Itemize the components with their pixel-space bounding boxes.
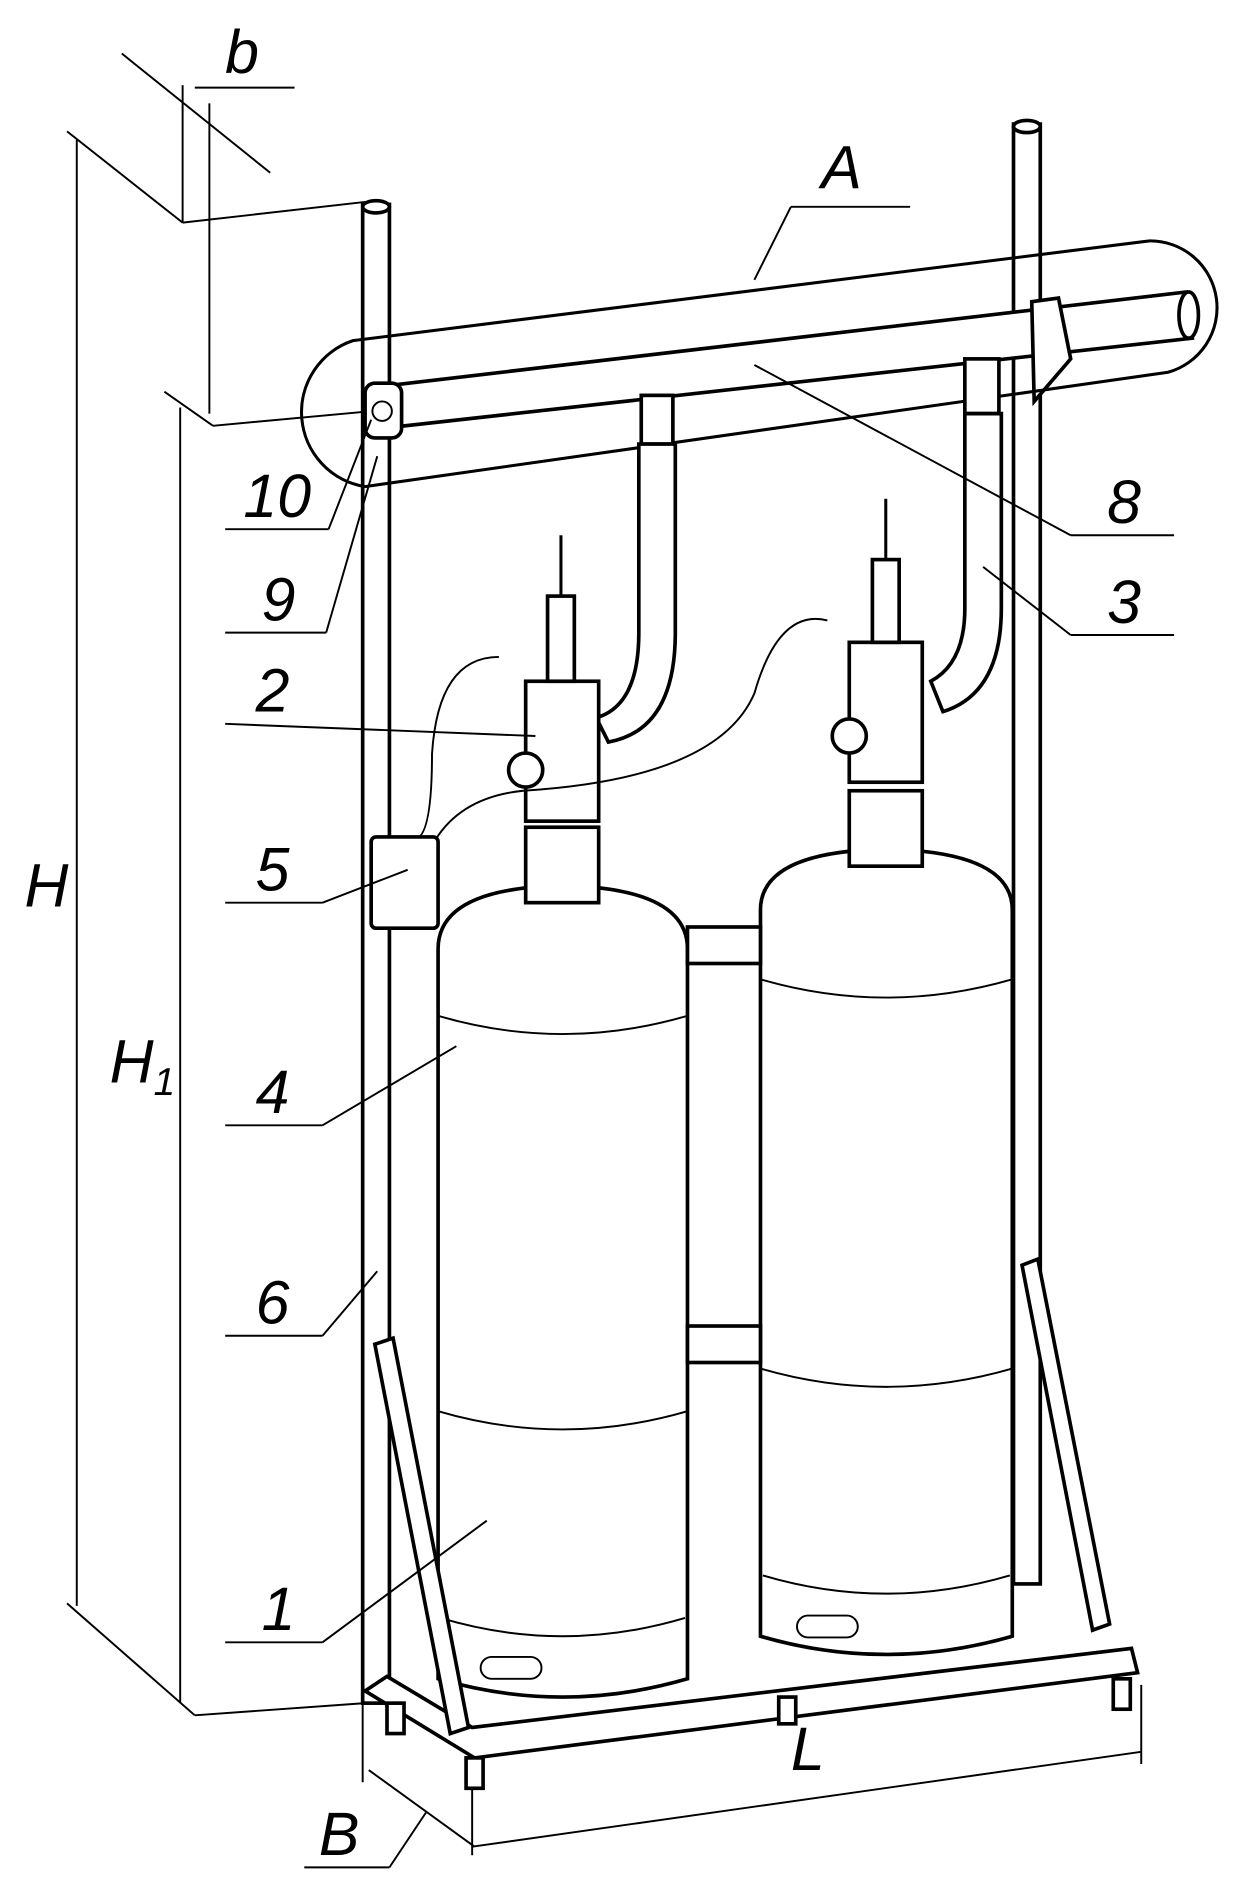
callout-label-A: A	[818, 134, 862, 202]
dimension-L: L	[471, 1684, 1143, 1856]
dimension-b: b	[121, 18, 295, 414]
dim-label-L: L	[791, 1715, 825, 1783]
dimension-B: B	[304, 1703, 476, 1869]
part-label-4: 4	[256, 1058, 290, 1126]
bracket-upper	[685, 925, 763, 966]
dimension-H: H	[24, 130, 366, 1717]
manifold-pipe	[363, 289, 1201, 440]
part-label-10: 10	[243, 462, 311, 530]
part-label-9: 9	[262, 565, 296, 633]
cable-right	[434, 618, 828, 840]
hose-left	[593, 393, 678, 745]
part-label-3: 3	[1107, 568, 1141, 636]
dim-label-B: B	[319, 1800, 360, 1868]
dim-label-H: H	[24, 851, 68, 919]
callout-A: A	[300, 134, 1219, 489]
part-callouts: 10 9 8 3 2 5 4 6 1	[225, 364, 1175, 1644]
part-label-6: 6	[256, 1269, 290, 1337]
part-label-1: 1	[262, 1575, 296, 1643]
base-frame	[361, 1256, 1140, 1791]
junction-box	[369, 835, 440, 931]
cylinder-left	[436, 535, 690, 1699]
part-label-8: 8	[1107, 468, 1141, 536]
cylinder-right	[758, 498, 1015, 1657]
dimension-H1: H1	[110, 390, 372, 1717]
hose-right	[928, 357, 1004, 714]
part-label-2: 2	[255, 657, 290, 725]
bracket-lower	[685, 1324, 763, 1365]
part-label-5: 5	[256, 835, 290, 903]
dim-label-b: b	[225, 18, 259, 86]
dim-label-H1: H1	[110, 1028, 176, 1104]
frame-post-left	[360, 198, 392, 1705]
cable-left	[413, 655, 499, 841]
